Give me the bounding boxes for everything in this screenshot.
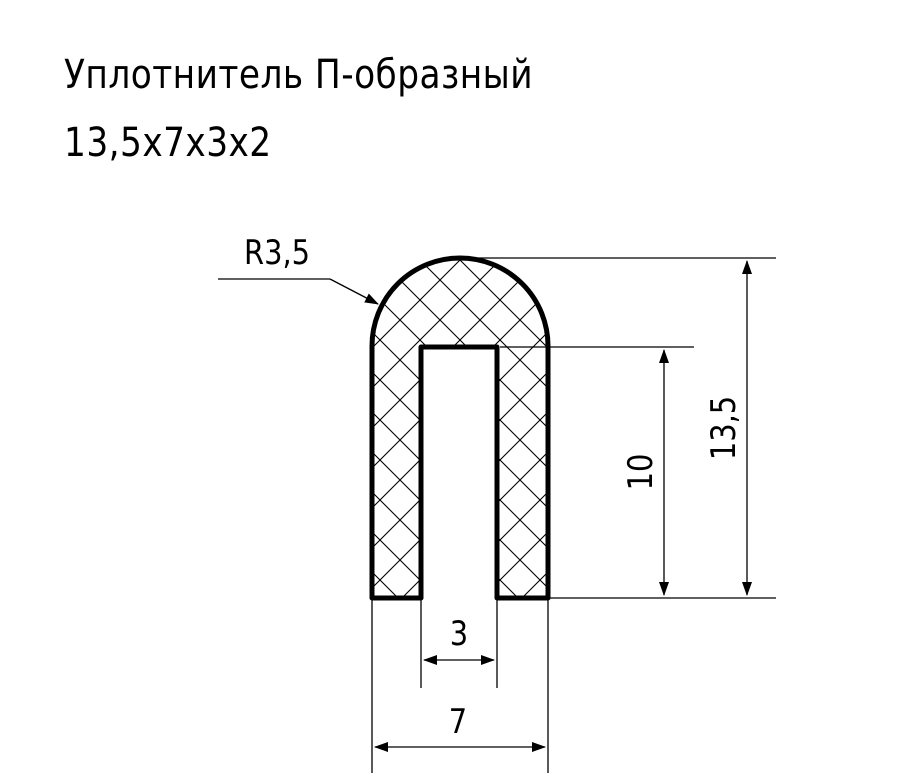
title-line-2: 13,5x7x3x2 (64, 120, 272, 166)
extension-lines (371, 257, 776, 773)
inner-width-label: 3 (450, 615, 468, 654)
radius-leader (218, 278, 379, 305)
seal-profile (369, 255, 551, 601)
total-width-label: 7 (449, 703, 467, 742)
title-line-1: Уплотнитель П-образный (64, 52, 533, 98)
radius-label: R3,5 (244, 234, 310, 273)
total-height-label: 13,5 (705, 396, 744, 460)
inner-height-label: 10 (622, 454, 661, 491)
